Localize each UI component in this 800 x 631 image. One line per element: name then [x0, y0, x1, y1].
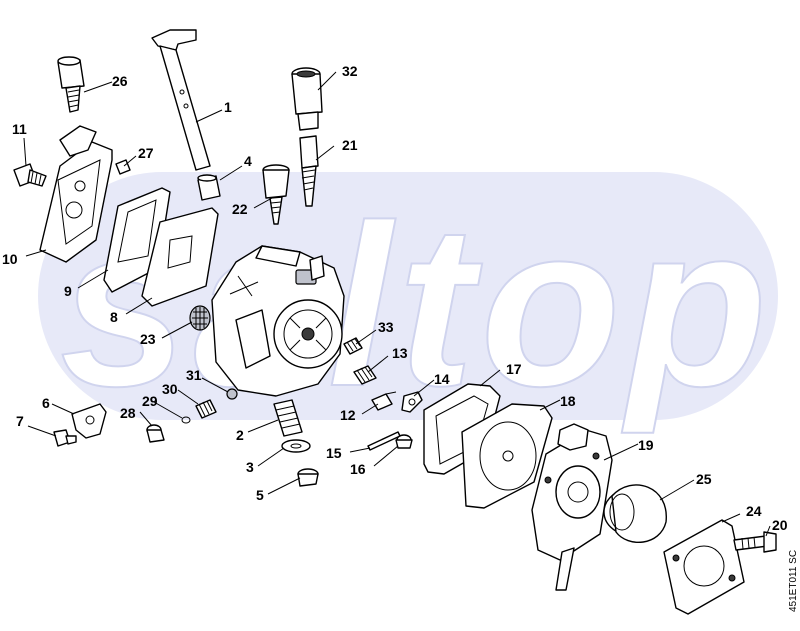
part-7-screw: [53, 429, 77, 447]
callout-26: 26: [112, 73, 128, 89]
callout-19: 19: [638, 437, 654, 453]
callout-18: 18: [560, 393, 576, 409]
callout-17: 17: [506, 361, 522, 377]
callout-7: 7: [16, 413, 24, 429]
part-21-needle: [299, 135, 319, 207]
part-11-screw: [13, 163, 47, 187]
callout-4: 4: [244, 153, 252, 169]
carburetor-body: [211, 245, 345, 397]
callout-labels: 1 2 3 4 5 6 7 8 9 10 11 12 13 14 15 16 1…: [2, 63, 788, 533]
callout-23: 23: [140, 331, 156, 347]
callout-22: 22: [232, 201, 248, 217]
part-15-spindle: [367, 431, 401, 451]
callout-15: 15: [326, 445, 342, 461]
leader-lines: [23, 71, 771, 537]
callout-14: 14: [434, 371, 450, 387]
callout-31: 31: [186, 367, 202, 383]
part-19-metering-cover: [531, 423, 613, 591]
part-1-throttle-shaft: [151, 29, 211, 171]
callout-3: 3: [246, 459, 254, 475]
callout-13: 13: [392, 345, 408, 361]
callout-33: 33: [378, 319, 394, 335]
part-12-inlet-needle: [371, 391, 397, 411]
part-31-ball: [226, 388, 238, 400]
part-24-retainer: [663, 519, 745, 615]
parts: [13, 29, 777, 615]
callout-21: 21: [342, 137, 358, 153]
part-14-control-lever: [401, 391, 423, 413]
callout-9: 9: [64, 283, 72, 299]
callout-10: 10: [2, 251, 18, 267]
callout-1: 1: [224, 99, 232, 115]
part-6-cover-plate: [71, 403, 107, 439]
drawing-code: 451ET011 SC: [788, 550, 799, 612]
callout-2: 2: [236, 427, 244, 443]
callout-29: 29: [142, 393, 158, 409]
callout-16: 16: [350, 461, 366, 477]
part-5-screw: [297, 468, 319, 487]
callout-27: 27: [138, 145, 154, 161]
part-4-sleeve: [197, 174, 221, 201]
part-10-pump-cover: [39, 125, 113, 263]
watermark-text: saltop: [60, 177, 773, 434]
part-20-screw: [733, 531, 777, 553]
callout-6: 6: [42, 395, 50, 411]
callout-8: 8: [110, 309, 118, 325]
part-8-diaphragm: [141, 207, 219, 307]
part-26-adjusting-screw: [57, 56, 85, 113]
callout-11: 11: [12, 121, 27, 137]
part-28-plug: [146, 424, 165, 443]
part-30-spring: [195, 399, 217, 419]
callout-32: 32: [342, 63, 358, 79]
part-2-spring: [273, 399, 303, 437]
part-33-spring: [343, 337, 363, 355]
part-3-washer: [281, 439, 311, 453]
callout-28: 28: [120, 405, 136, 421]
callout-25: 25: [696, 471, 712, 487]
callout-12: 12: [340, 407, 356, 423]
part-32-cap: [291, 67, 323, 131]
callout-5: 5: [256, 487, 264, 503]
callout-30: 30: [162, 381, 178, 397]
part-16-screw: [395, 434, 413, 449]
part-29-o-ring: [181, 416, 191, 424]
part-18-metering-diaphragm: [461, 403, 553, 509]
part-23-screen: [189, 305, 211, 331]
part-25-purge-pump: [603, 484, 667, 544]
part-22-high-speed-screw: [262, 164, 290, 225]
callout-20: 20: [772, 517, 788, 533]
callout-24: 24: [746, 503, 762, 519]
